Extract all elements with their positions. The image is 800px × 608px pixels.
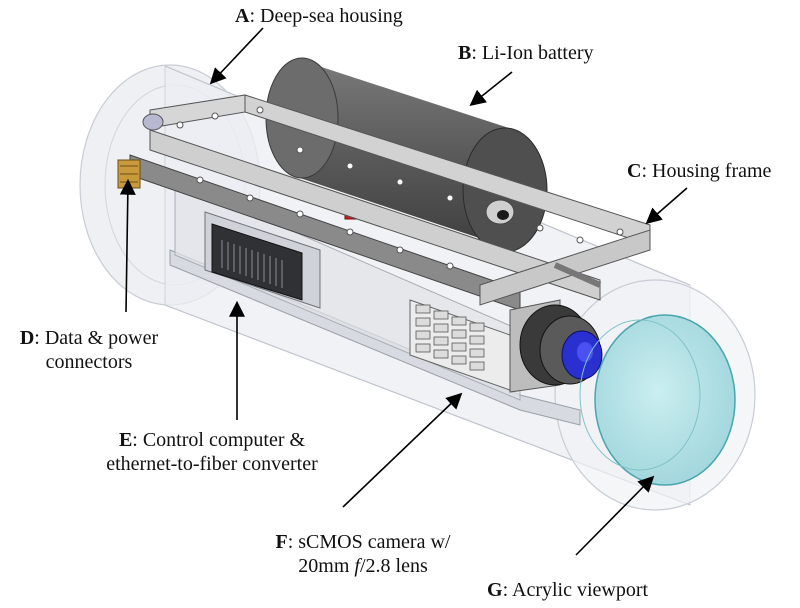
label-li-ion-battery: B: Li-Ion battery xyxy=(458,42,594,64)
label-control-computer: E: Control computer & ethernet-to-fiber … xyxy=(106,429,318,475)
scmos-camera xyxy=(409,299,603,393)
label-data-power-connectors: D: Data & power connectors xyxy=(19,327,159,373)
control-computer xyxy=(204,204,360,309)
label-acrylic-viewport: G: Acrylic viewport xyxy=(487,579,649,601)
housing-frame xyxy=(129,94,651,311)
arrow-c xyxy=(645,187,688,225)
leader-arrows xyxy=(119,27,688,556)
arrow-f xyxy=(342,392,463,508)
acrylic-viewport xyxy=(579,314,736,486)
label-housing-frame: C: Housing frame xyxy=(627,160,772,182)
arrow-a xyxy=(209,27,264,85)
arrow-g xyxy=(575,475,655,556)
arrow-d xyxy=(119,178,136,313)
label-scmos-camera: F: sCMOS camera w/ 20mm f/2.8 lens xyxy=(275,531,451,577)
label-deep-sea-housing: A: Deep-sea housing xyxy=(235,5,403,27)
arrow-b xyxy=(469,71,513,106)
